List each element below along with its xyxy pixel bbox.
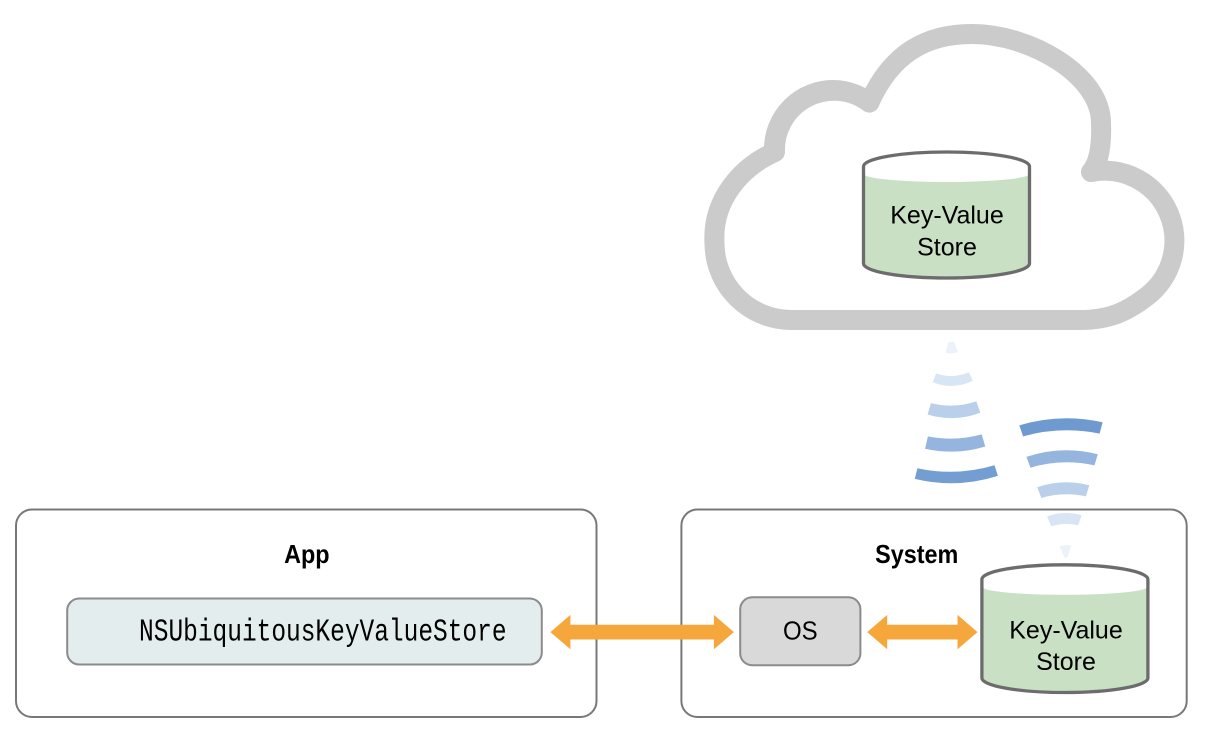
svg-text:Store: Store xyxy=(1036,648,1096,676)
svg-text:Store: Store xyxy=(917,233,977,261)
svg-text:NSUbiquitousKeyValueStore: NSUbiquitousKeyValueStore xyxy=(139,614,506,651)
svg-text:App: App xyxy=(284,541,329,569)
svg-text:System: System xyxy=(875,541,958,569)
svg-text:Key-Value: Key-Value xyxy=(890,202,1004,230)
svg-text:Key-Value: Key-Value xyxy=(1009,616,1123,644)
svg-text:OS: OS xyxy=(783,618,818,646)
